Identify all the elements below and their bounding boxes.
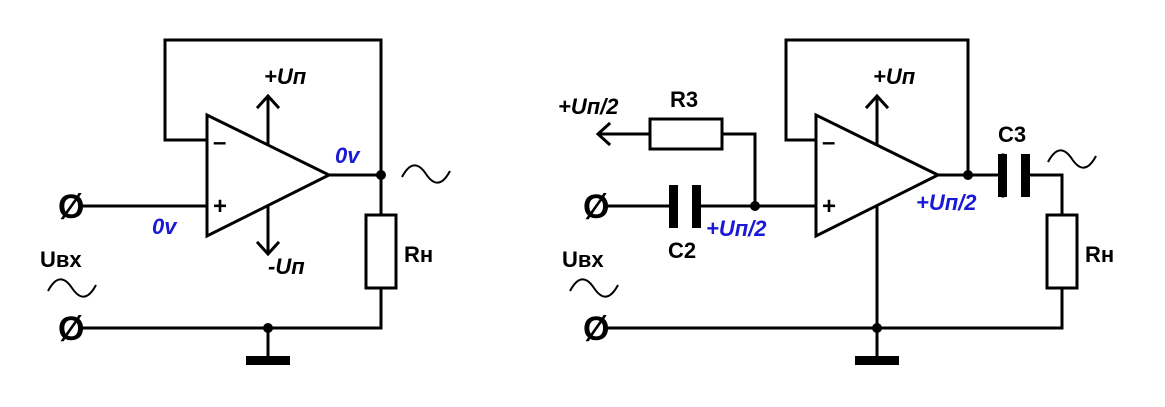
supply-neg-label: -Uп: [268, 254, 305, 279]
supply-neg-arrow-icon: [255, 240, 281, 257]
r3-resistor: [648, 117, 724, 151]
c2-plate-left-fill: [669, 185, 678, 228]
circuit-2-ac-follower: – + Ø Ø +Uп/2 R3 C2 C3 +Uп +Uп/2 +Uп/2 U…: [558, 38, 1114, 365]
op-amp: [205, 112, 333, 239]
load-resistor-label-2: Rн: [1085, 242, 1114, 267]
load-resistor-2: [1045, 213, 1079, 290]
input-sine-icon-2: [569, 278, 619, 298]
input-sine-icon: [47, 278, 97, 298]
op-amp-2: [814, 112, 942, 239]
load-resistor: [364, 213, 398, 290]
output-sine-icon: [401, 164, 451, 184]
input-signal-label: Uвх: [40, 247, 82, 272]
feedback-wire-2: [784, 38, 970, 177]
ground-symbol: [246, 356, 290, 365]
c3-plate-right-fill: [1021, 154, 1030, 197]
input-terminal-icon: Ø: [58, 188, 84, 226]
supply-pos-arrow-icon: [255, 93, 281, 110]
c2-label: C2: [668, 238, 696, 263]
input-terminal-icon-2: Ø: [583, 188, 609, 226]
input-signal-label-2: Uвх: [562, 247, 604, 272]
bias-source-arrow-icon: [595, 121, 612, 147]
bias-junction-dot: [750, 201, 760, 211]
output-junction-dot-2: [963, 170, 973, 180]
supply-pos-label: +Uп: [264, 64, 307, 89]
r3-label: R3: [670, 87, 698, 112]
ground-junction-dot: [263, 323, 273, 333]
load-resistor-label: Rн: [404, 242, 433, 267]
input-voltage-label: 0v: [152, 214, 178, 239]
noninverting-sign: +: [213, 193, 227, 220]
output-bias-label: +Uп/2: [916, 190, 977, 215]
ground-terminal-icon: Ø: [58, 310, 84, 348]
circuit-1-voltage-follower: – + Ø Ø +Uп -Uп 0v 0v Uвх Rн: [40, 38, 451, 365]
inverting-sign: –: [213, 129, 226, 156]
output-junction-dot: [376, 170, 386, 180]
input-bias-label: +Uп/2: [706, 216, 767, 241]
output-voltage-label: 0v: [335, 143, 361, 168]
bias-source-label: +Uп/2: [558, 94, 619, 119]
supply-pos-arrow-icon-2: [864, 93, 890, 110]
c3-label: C3: [998, 122, 1026, 147]
c2-plate-right-fill: [692, 185, 701, 228]
r3-out-wire: [720, 132, 757, 208]
c3-plate-left-fill: [998, 154, 1007, 197]
noninverting-sign-2: +: [822, 193, 836, 220]
ground-junction-dot-2: [872, 323, 882, 333]
ground-symbol-2: [855, 356, 899, 365]
feedback-wire: [163, 38, 383, 177]
inverting-sign-2: –: [822, 129, 835, 156]
ground-terminal-icon-2: Ø: [583, 310, 609, 348]
supply-pos-label-2: +Uп: [873, 64, 916, 89]
output-sine-icon-2: [1047, 149, 1097, 169]
